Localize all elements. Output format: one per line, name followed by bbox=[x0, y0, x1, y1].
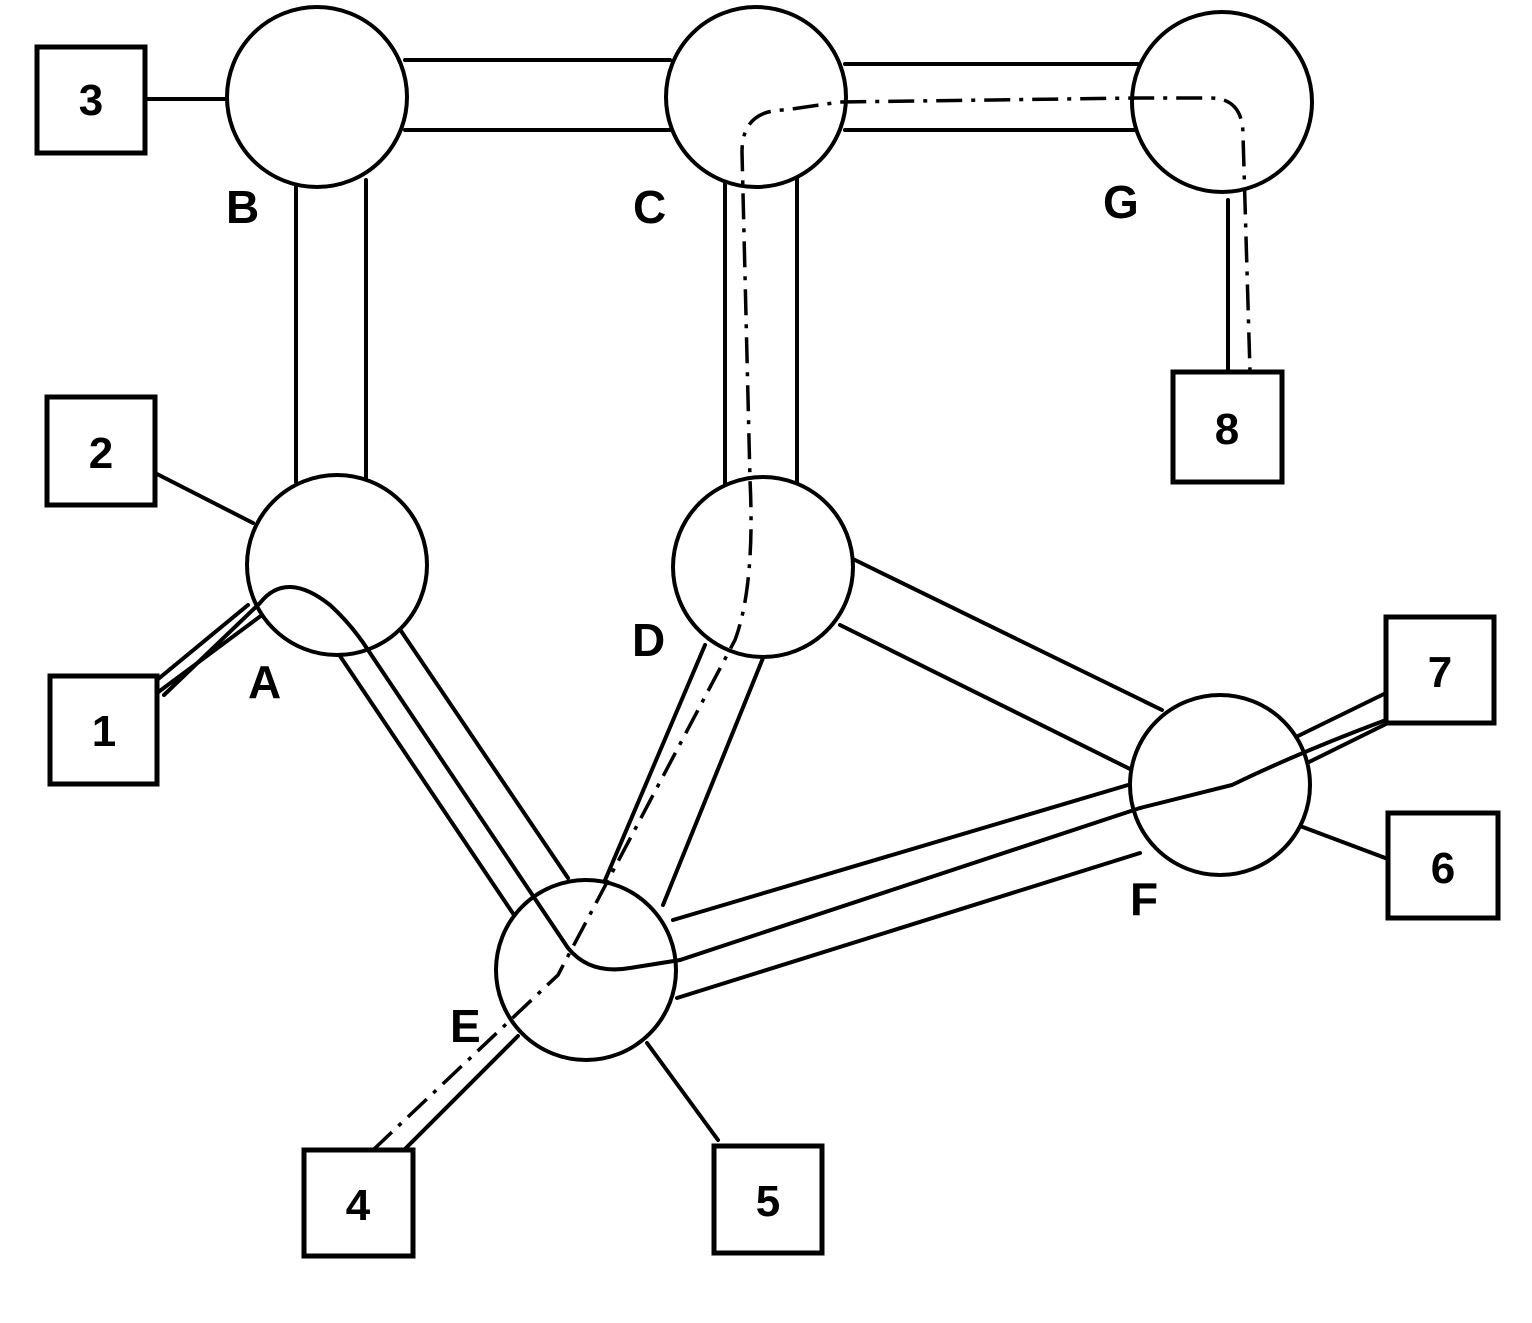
link-e-f bbox=[671, 783, 1142, 1000]
node-label-a: A bbox=[248, 656, 281, 708]
link-c-d bbox=[723, 174, 799, 494]
terminal-7: 7 bbox=[1383, 614, 1497, 726]
node-label-b: B bbox=[226, 181, 259, 233]
route-1-to-7 bbox=[162, 585, 1388, 972]
terminal-label-7: 7 bbox=[1428, 648, 1452, 697]
node-b bbox=[225, 5, 409, 189]
terminal-3: 3 bbox=[34, 44, 148, 156]
node-label-d: D bbox=[632, 614, 665, 666]
node-f bbox=[1128, 693, 1312, 877]
terminal-label-6: 6 bbox=[1431, 844, 1455, 893]
node-g bbox=[1130, 10, 1314, 194]
terminal-4: 4 bbox=[301, 1147, 416, 1259]
terminal-label-8: 8 bbox=[1215, 405, 1239, 454]
terminal-6: 6 bbox=[1385, 810, 1501, 921]
link-d-f bbox=[838, 558, 1164, 772]
terminal-label-1: 1 bbox=[92, 707, 116, 756]
link-c-g bbox=[843, 62, 1140, 132]
terminal-label-2: 2 bbox=[89, 429, 113, 478]
terminal-2: 2 bbox=[44, 394, 158, 508]
link-f-6 bbox=[1298, 824, 1390, 861]
node-label-g: G bbox=[1103, 176, 1139, 228]
node-label-f: F bbox=[1130, 873, 1158, 925]
terminal-5: 5 bbox=[711, 1143, 825, 1256]
node-d bbox=[671, 475, 855, 659]
terminal-8: 8 bbox=[1170, 369, 1285, 485]
link-b-a bbox=[294, 178, 368, 484]
terminal-label-4: 4 bbox=[346, 1181, 371, 1230]
node-c bbox=[664, 5, 848, 189]
node-e bbox=[494, 878, 678, 1062]
terminal-label-3: 3 bbox=[79, 76, 103, 125]
link-e-4 bbox=[402, 1034, 520, 1152]
link-a-e bbox=[338, 623, 570, 920]
terminal-1: 1 bbox=[47, 673, 160, 787]
link-e-5 bbox=[645, 1041, 720, 1142]
node-label-e: E bbox=[450, 1000, 481, 1052]
link-b-c bbox=[403, 58, 672, 132]
terminal-label-5: 5 bbox=[756, 1177, 780, 1226]
node-label-c: C bbox=[633, 181, 666, 233]
node-a bbox=[245, 473, 429, 657]
route-4-to-8 bbox=[371, 96, 1252, 1152]
link-d-e bbox=[601, 643, 765, 907]
link-f-7 bbox=[1296, 691, 1388, 764]
link-a-2 bbox=[155, 472, 255, 525]
